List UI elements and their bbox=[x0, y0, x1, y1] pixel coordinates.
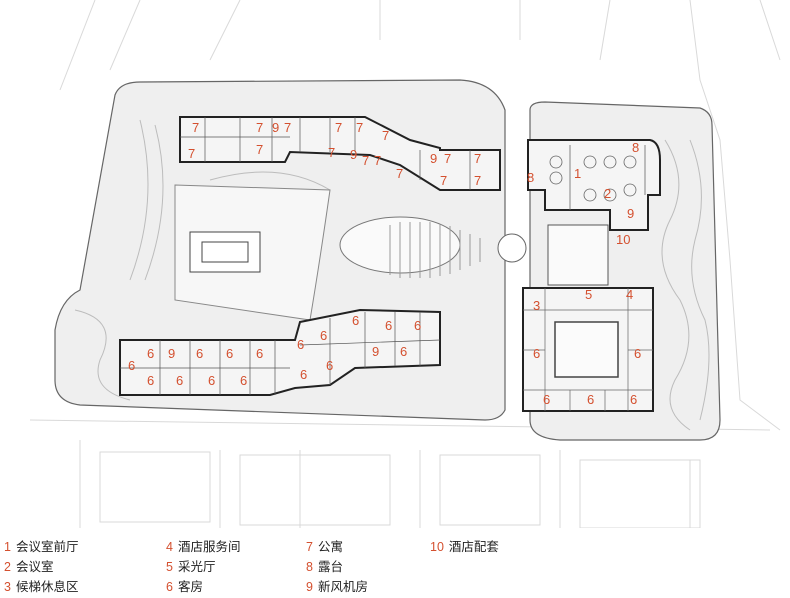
site-plan: 7 7 7 9 7 7 7 7 7 7 9 7 7 7 9 7 7 7 7 6 … bbox=[29, 0, 781, 528]
room-label: 6 bbox=[226, 346, 233, 361]
room-label: 6 bbox=[533, 346, 540, 361]
legend-item: 2 会议室 bbox=[4, 556, 53, 575]
room-label: 9 bbox=[168, 346, 175, 361]
room-label: 6 bbox=[300, 367, 307, 382]
room-label: 2 bbox=[604, 186, 611, 201]
east-hotel-block bbox=[522, 287, 654, 412]
room-label: 7 bbox=[192, 120, 199, 135]
room-label: 8 bbox=[527, 170, 534, 185]
room-label: 7 bbox=[374, 153, 381, 168]
room-label: 9 bbox=[372, 344, 379, 359]
room-label: 7 bbox=[382, 128, 389, 143]
legend-number: 1 bbox=[4, 540, 11, 554]
room-label: 6 bbox=[256, 346, 263, 361]
central-courtyard bbox=[174, 184, 527, 321]
legend-text: 新风机房 bbox=[317, 579, 368, 594]
legend-number: 10 bbox=[430, 540, 444, 554]
room-label: 6 bbox=[176, 373, 183, 388]
room-label: 9 bbox=[430, 151, 437, 166]
legend-item: 7 公寓 bbox=[306, 536, 343, 555]
legend-number: 4 bbox=[166, 540, 173, 554]
room-label: 8 bbox=[632, 140, 639, 155]
room-label: 7 bbox=[474, 173, 481, 188]
room-label: 6 bbox=[414, 318, 421, 333]
legend-text: 露台 bbox=[317, 559, 343, 574]
legend-number: 7 bbox=[306, 540, 313, 554]
legend-number: 9 bbox=[306, 580, 313, 594]
legend-text: 会议室前厅 bbox=[15, 539, 79, 554]
room-label: 9 bbox=[272, 120, 279, 135]
legend-number: 5 bbox=[166, 560, 173, 574]
room-label: 6 bbox=[196, 346, 203, 361]
room-label: 7 bbox=[328, 145, 335, 160]
room-label: 6 bbox=[400, 344, 407, 359]
room-label: 6 bbox=[385, 318, 392, 333]
room-label: 7 bbox=[444, 151, 451, 166]
room-label: 9 bbox=[350, 147, 357, 162]
legend-item: 4 酒店服务间 bbox=[166, 536, 240, 555]
room-label: 6 bbox=[326, 358, 333, 373]
room-label: 1 bbox=[574, 166, 581, 181]
room-label: 7 bbox=[335, 120, 342, 135]
legend-text: 酒店服务间 bbox=[177, 539, 241, 554]
legend-item: 10 酒店配套 bbox=[430, 536, 499, 555]
room-label: 7 bbox=[440, 173, 447, 188]
room-label: 6 bbox=[147, 373, 154, 388]
east-meeting-block bbox=[527, 139, 661, 286]
room-label: 6 bbox=[543, 392, 550, 407]
legend-text: 候梯休息区 bbox=[15, 579, 79, 594]
legend-item: 1 会议室前厅 bbox=[4, 536, 78, 555]
legend-item: 3 候梯休息区 bbox=[4, 576, 78, 595]
room-label: 7 bbox=[256, 142, 263, 157]
legend-text: 客房 bbox=[177, 579, 203, 594]
room-label: 6 bbox=[208, 373, 215, 388]
room-label: 6 bbox=[630, 392, 637, 407]
room-label: 6 bbox=[128, 358, 135, 373]
legend-number: 6 bbox=[166, 580, 173, 594]
room-label: 6 bbox=[320, 328, 327, 343]
room-label: 7 bbox=[188, 146, 195, 161]
north-wing bbox=[179, 116, 501, 191]
room-label: 9 bbox=[627, 206, 634, 221]
legend-text: 公寓 bbox=[317, 539, 343, 554]
legend-text: 会议室 bbox=[15, 559, 54, 574]
room-label: 4 bbox=[626, 287, 633, 302]
room-label: 6 bbox=[297, 337, 304, 352]
room-label: 6 bbox=[147, 346, 154, 361]
room-label: 7 bbox=[284, 120, 291, 135]
legend-text: 酒店配套 bbox=[448, 539, 499, 554]
room-label: 7 bbox=[356, 120, 363, 135]
legend-item: 9 新风机房 bbox=[306, 576, 368, 595]
room-label: 7 bbox=[396, 166, 403, 181]
legend-text: 采光厅 bbox=[177, 559, 216, 574]
room-label: 10 bbox=[616, 232, 630, 247]
room-label: 6 bbox=[352, 313, 359, 328]
legend-number: 3 bbox=[4, 580, 11, 594]
room-labels: 7 7 7 9 7 7 7 7 7 7 9 7 7 7 9 7 7 7 7 6 … bbox=[128, 120, 641, 407]
room-label: 6 bbox=[634, 346, 641, 361]
room-label: 7 bbox=[256, 120, 263, 135]
legend-item: 5 采光厅 bbox=[166, 556, 215, 575]
room-label: 7 bbox=[362, 153, 369, 168]
room-label: 5 bbox=[585, 287, 592, 302]
room-label: 7 bbox=[474, 151, 481, 166]
legend-number: 2 bbox=[4, 560, 11, 574]
room-label: 6 bbox=[240, 373, 247, 388]
room-label: 6 bbox=[587, 392, 594, 407]
south-wing bbox=[119, 308, 441, 396]
room-label: 3 bbox=[533, 298, 540, 313]
legend: 1 会议室前厅 2 会议室 3 候梯休息区 4 酒店服务间 5 采光厅 6 客房 7 公寓 8… bbox=[0, 528, 790, 598]
legend-number: 8 bbox=[306, 560, 313, 574]
legend-item: 6 客房 bbox=[166, 576, 203, 595]
landscape bbox=[74, 119, 710, 431]
legend-item: 8 露台 bbox=[306, 556, 343, 575]
